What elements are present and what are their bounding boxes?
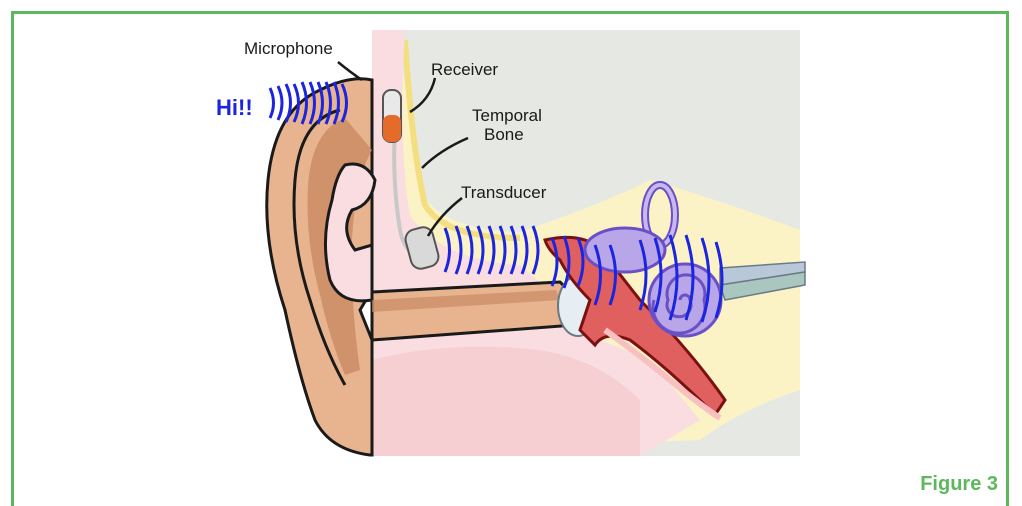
- temporal-bone-label-line1: Temporal: [472, 106, 542, 125]
- receiver-label: Receiver: [431, 60, 498, 79]
- transducer-label: Transducer: [461, 183, 546, 202]
- microphone-pointer: [338, 62, 362, 80]
- receiver-battery: [383, 115, 401, 142]
- figure-caption: Figure 3: [920, 473, 998, 496]
- sound-text: Hi!!: [216, 95, 253, 121]
- temporal-bone-label-line2: Bone: [484, 125, 524, 144]
- microphone-label: Microphone: [244, 39, 333, 58]
